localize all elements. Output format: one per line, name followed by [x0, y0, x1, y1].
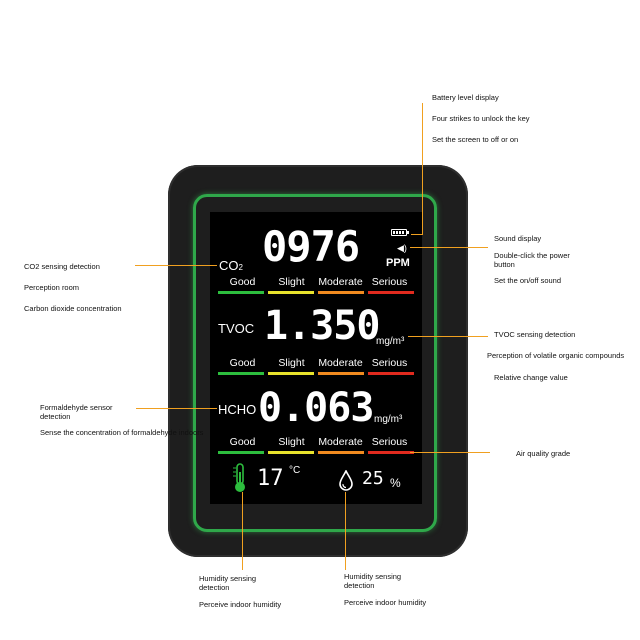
grade-good: Good: [229, 436, 256, 448]
grade-bar-slight: [268, 372, 314, 375]
temperature-unit: °C: [289, 465, 301, 476]
annotation-humidity-right: Humidity sensing detection: [344, 572, 402, 590]
grade-good: Good: [229, 357, 256, 369]
co2-grade-row: Good Slight Moderate Serious: [218, 276, 414, 289]
callout-line-tvoc: [408, 336, 488, 337]
grade-slight: Slight: [278, 436, 305, 448]
hcho-unit: mg/m³: [374, 414, 403, 425]
annotation-perception-room: Perception room: [24, 283, 80, 292]
grade-bar-slight: [268, 291, 314, 294]
annotation-double-click: Double-click the power button: [494, 251, 570, 269]
callout-line-hcho: [136, 408, 217, 409]
callout-line-battery: [422, 103, 423, 234]
annotation-tvoc-detection: TVOC sensing detection: [494, 330, 576, 339]
annotation-formaldehyde-sensor: Formaldehyde sensor detection: [40, 403, 113, 421]
callout-line-sound: [410, 247, 488, 248]
water-drop-icon: [339, 470, 353, 491]
grade-serious: Serious: [371, 276, 408, 288]
grade-moderate: Moderate: [318, 357, 363, 369]
annotation-screen-toggle: Set the screen to off or on: [432, 135, 519, 144]
hcho-label: HCHO: [218, 402, 257, 417]
grade-serious: Serious: [371, 436, 408, 448]
tvoc-label: TVOC: [218, 321, 255, 336]
grade-bar-moderate: [318, 451, 364, 454]
annotation-sound-toggle: Set the on/off sound: [494, 276, 561, 285]
grade-bar-slight: [268, 451, 314, 454]
annotation-perceive-right: Perceive indoor humidity: [344, 598, 427, 607]
annotation-sound-display: Sound display: [494, 234, 542, 243]
tvoc-value: 1.350: [264, 303, 380, 349]
grade-slight: Slight: [278, 357, 305, 369]
annotation-tvoc-perception: Perception of volatile organic compounds: [487, 351, 625, 360]
callout-line-temp: [242, 492, 243, 570]
lcd-screen: [210, 212, 422, 504]
grade-serious: Serious: [371, 357, 408, 369]
grade-bar-moderate: [318, 291, 364, 294]
battery-icon: [391, 229, 409, 236]
annotation-formaldehyde-concentration: Sense the concentration of formaldehyde …: [40, 428, 204, 437]
hcho-value: 0.063: [258, 385, 374, 431]
grade-bar-serious: [368, 451, 414, 454]
callout-line-battery-tip: [411, 234, 423, 235]
hcho-grade-row: Good Slight Moderate Serious: [218, 436, 414, 449]
co2-label: CO2: [219, 258, 243, 273]
annotation-co2-concentration: Carbon dioxide concentration: [24, 304, 122, 313]
callout-line-grade: [410, 452, 490, 453]
grade-moderate: Moderate: [318, 436, 363, 448]
tvoc-unit: mg/m³: [376, 336, 405, 347]
grade-bar-good: [218, 372, 264, 375]
annotation-battery: Battery level display: [432, 93, 499, 102]
callout-line-co2: [135, 265, 217, 266]
temperature-value: 17: [257, 466, 284, 491]
green-light-frame: [193, 194, 437, 532]
humidity-unit: %: [390, 476, 401, 490]
grade-slight: Slight: [278, 276, 305, 288]
grade-bar-serious: [368, 291, 414, 294]
speaker-icon: ◀): [397, 243, 407, 253]
annotation-relative-change: Relative change value: [494, 373, 568, 382]
annotation-co2-detection: CO2 sensing detection: [24, 262, 100, 271]
annotation-four-strikes: Four strikes to unlock the key: [432, 114, 530, 123]
grade-bar-serious: [368, 372, 414, 375]
annotation-perceive-left: Perceive indoor humidity: [199, 600, 282, 609]
grade-bar-good: [218, 451, 264, 454]
thermometer-icon: [233, 463, 245, 492]
callout-line-humidity: [345, 492, 346, 570]
co2-unit: PPM: [386, 257, 410, 269]
grade-bar-good: [218, 291, 264, 294]
humidity-value: 25: [362, 468, 384, 489]
annotation-air-quality: Air quality grade: [516, 449, 571, 458]
co2-value: 0976: [262, 222, 360, 271]
grade-bar-moderate: [318, 372, 364, 375]
grade-moderate: Moderate: [318, 276, 363, 288]
annotation-humidity-left: Humidity sensing detection: [199, 574, 257, 592]
tvoc-grade-row: Good Slight Moderate Serious: [218, 357, 414, 370]
grade-good: Good: [229, 276, 256, 288]
